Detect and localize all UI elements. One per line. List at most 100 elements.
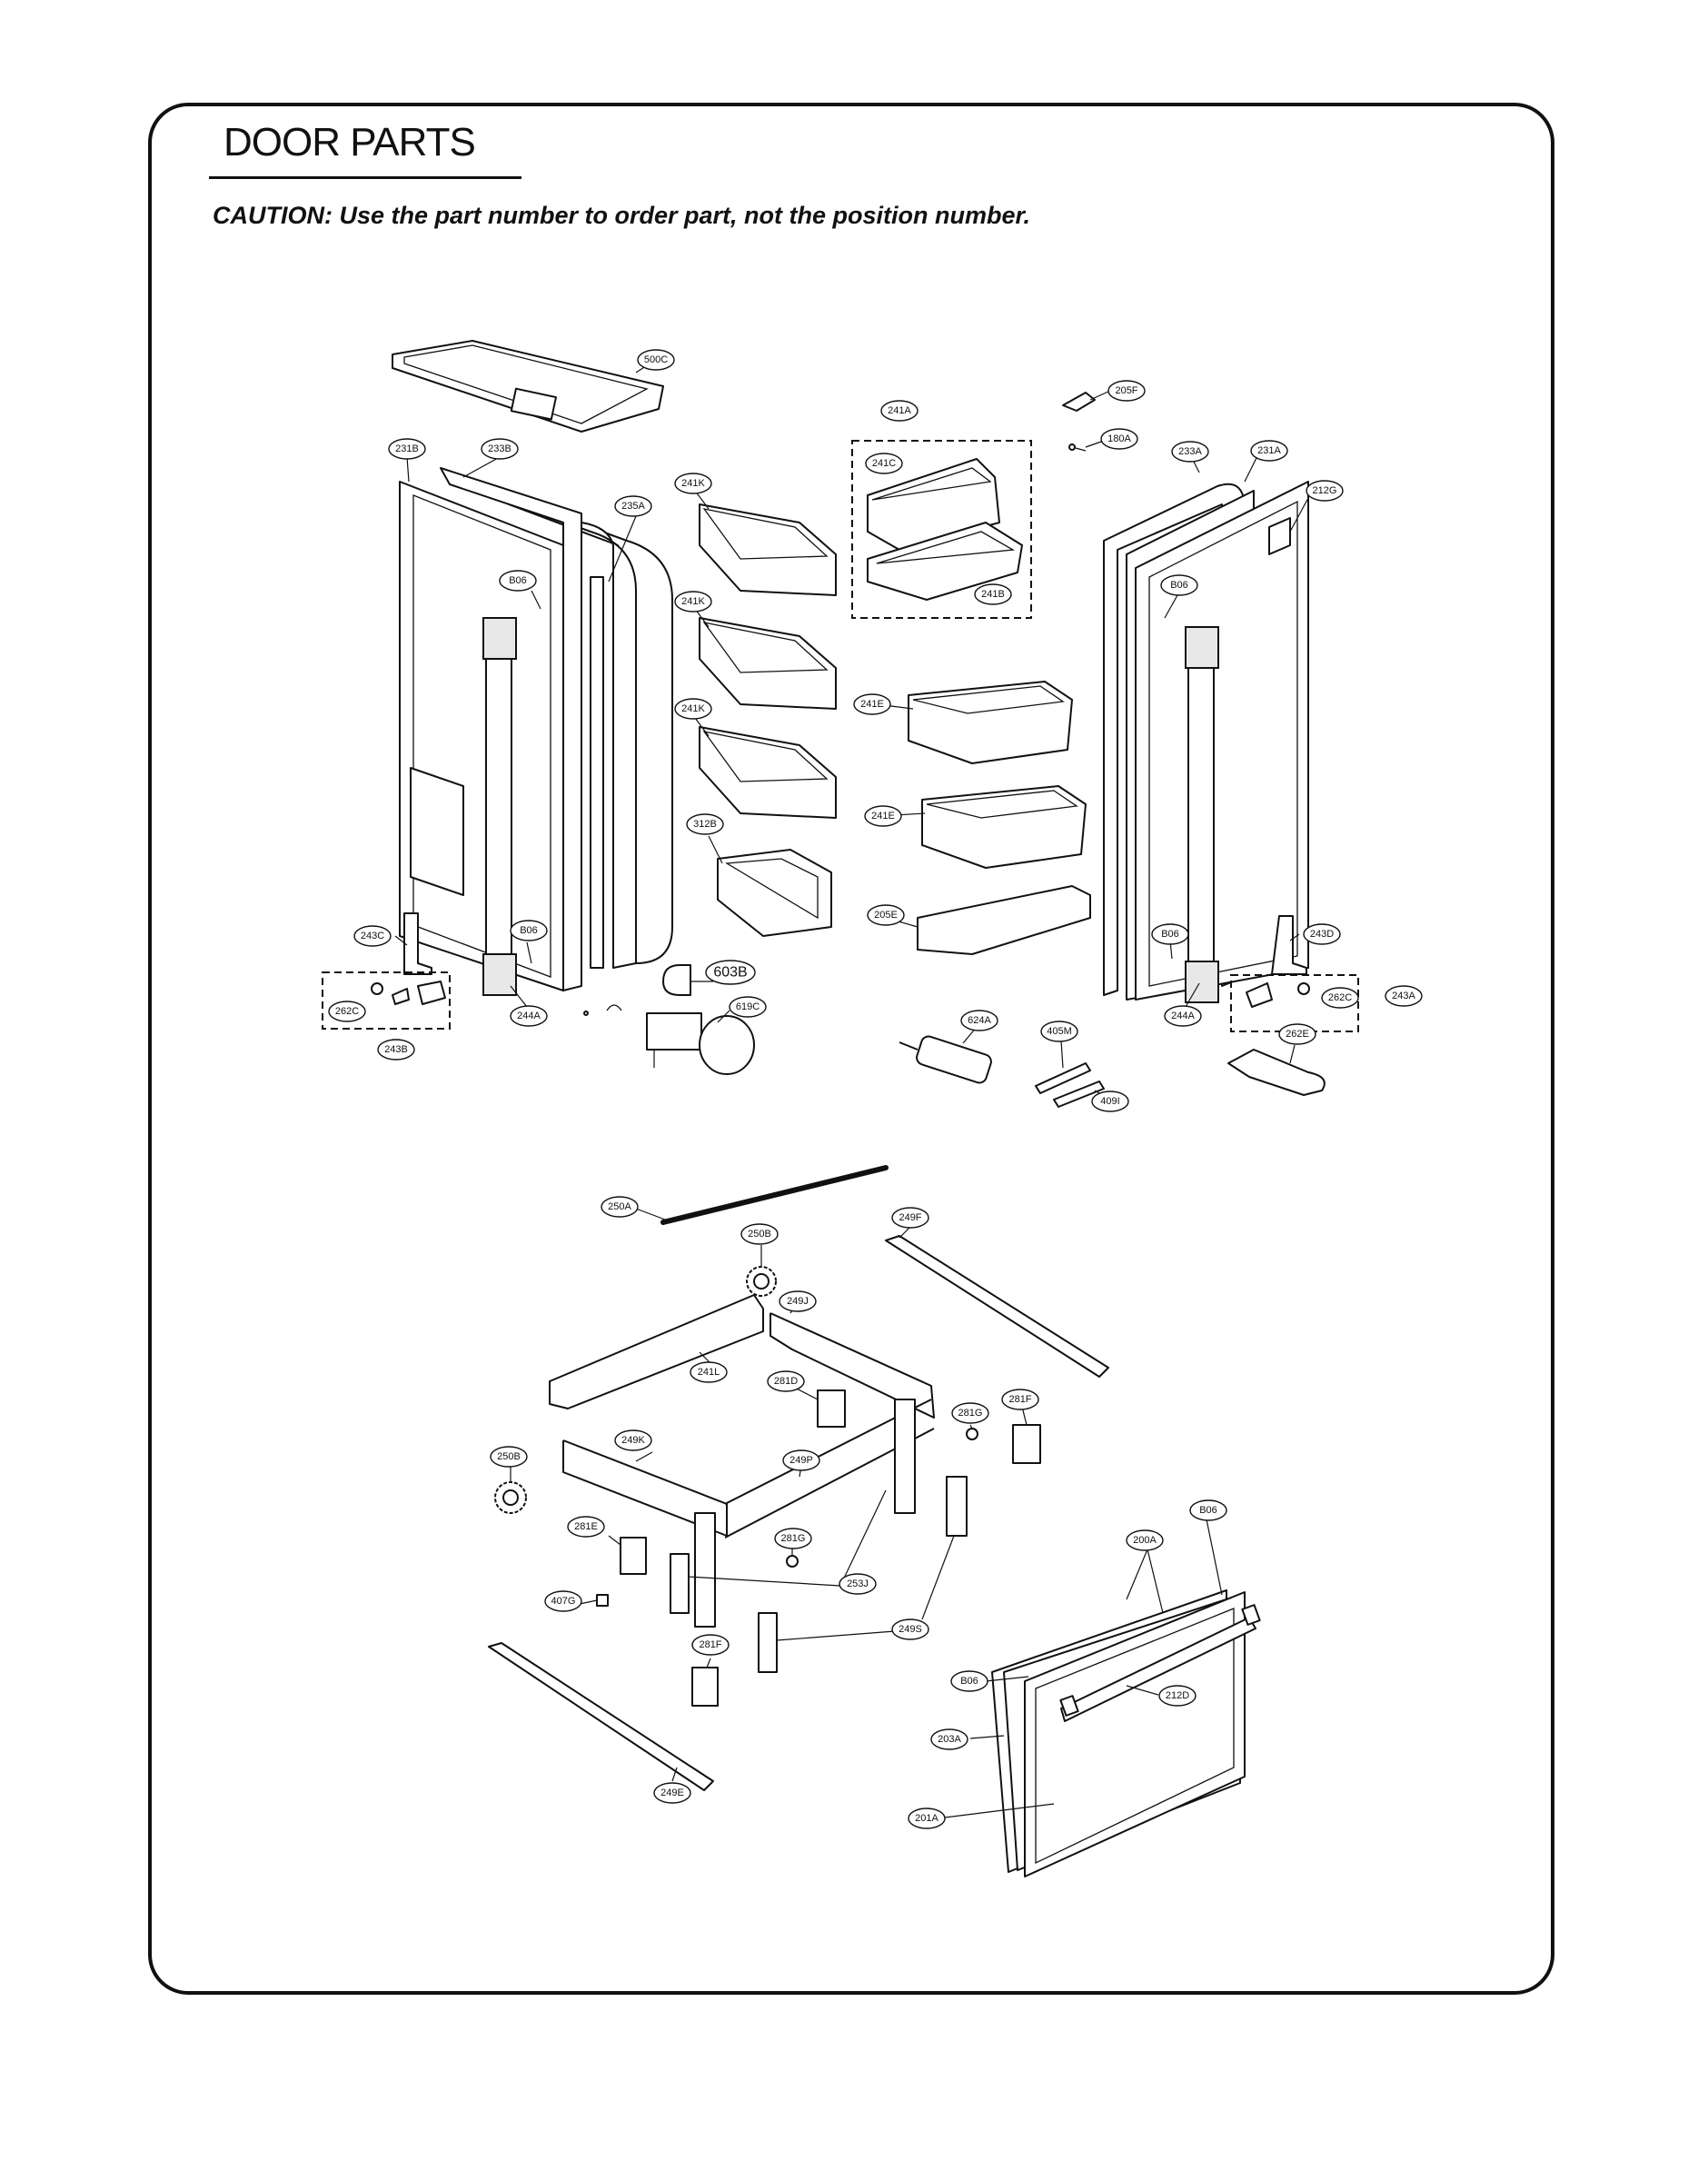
part-241k-bin-2 — [699, 617, 837, 710]
callout-603b: 603B — [705, 960, 756, 985]
svg-text:241K: 241K — [681, 703, 705, 714]
callout-200a: 200A — [1126, 1529, 1164, 1551]
svg-text:B06: B06 — [960, 1676, 978, 1687]
svg-text:205E: 205E — [874, 910, 898, 921]
svg-text:407G: 407G — [551, 1596, 576, 1607]
svg-text:249S: 249S — [899, 1624, 922, 1635]
callout-281g-2: 281G — [774, 1528, 812, 1549]
part-603b-clip — [662, 964, 691, 996]
svg-text:250A: 250A — [608, 1201, 631, 1212]
svg-text:243C: 243C — [361, 931, 384, 941]
callout-b06-2: B06 — [1160, 574, 1198, 596]
callout-241a: 241A — [880, 400, 919, 422]
svg-text:250B: 250B — [748, 1229, 771, 1240]
callout-407g: 407G — [544, 1590, 582, 1612]
part-249s-slides — [758, 1476, 968, 1673]
callout-231a: 231A — [1250, 440, 1288, 462]
svg-text:B06: B06 — [509, 575, 527, 586]
part-205e-bin — [917, 885, 1091, 955]
svg-text:262C: 262C — [335, 1006, 359, 1017]
callout-409i: 409I — [1091, 1090, 1129, 1112]
part-249-frame — [562, 1312, 935, 1628]
part-407g — [596, 1594, 609, 1607]
part-250b-gear-2 — [494, 1481, 527, 1514]
callout-262c-2: 262C — [1321, 987, 1359, 1009]
part-241k-bin-1 — [699, 503, 837, 596]
part-281g-2 — [786, 1555, 799, 1568]
callout-250a: 250A — [601, 1196, 639, 1218]
svg-text:249J: 249J — [787, 1296, 809, 1307]
callout-253j: 253J — [839, 1573, 877, 1595]
part-250b-gear-1 — [746, 1266, 777, 1297]
svg-text:624A: 624A — [968, 1015, 991, 1026]
part-241k-bin-3 — [699, 726, 837, 819]
right-door-assembly — [1103, 481, 1309, 1003]
svg-text:249E: 249E — [660, 1788, 684, 1798]
callout-405m: 405M — [1040, 1021, 1078, 1042]
part-243b-hinge — [417, 981, 446, 1005]
svg-text:235A: 235A — [621, 501, 645, 512]
callout-312b: 312B — [686, 813, 724, 835]
callout-249e: 249E — [653, 1782, 691, 1804]
svg-text:409I: 409I — [1100, 1096, 1119, 1107]
part-281e — [620, 1537, 647, 1575]
callout-281f-2: 281F — [691, 1634, 730, 1656]
part-241e-bin-1 — [908, 681, 1073, 764]
callout-180a: 180A — [1100, 428, 1138, 450]
svg-text:241B: 241B — [981, 589, 1005, 600]
callout-b06-4: B06 — [1151, 923, 1189, 945]
svg-text:243A: 243A — [1392, 991, 1415, 1001]
svg-text:603B: 603B — [713, 965, 747, 981]
part-253j — [670, 1553, 690, 1614]
title-underline — [209, 176, 521, 179]
part-243b-group-box — [322, 971, 451, 1030]
callout-241k-1: 241K — [674, 473, 712, 494]
svg-text:281G: 281G — [781, 1533, 806, 1544]
svg-text:281D: 281D — [774, 1376, 798, 1387]
part-312b-bracket — [717, 849, 832, 937]
callout-249s: 249S — [891, 1618, 929, 1640]
callout-281e: 281E — [567, 1516, 605, 1538]
svg-text:B06: B06 — [520, 925, 538, 936]
svg-text:619C: 619C — [736, 1001, 760, 1012]
part-262c-right — [1246, 982, 1310, 1008]
svg-text:241C: 241C — [872, 458, 896, 469]
svg-text:233B: 233B — [488, 443, 511, 454]
svg-text:241K: 241K — [681, 478, 705, 489]
callout-281f-1: 281F — [1001, 1389, 1039, 1410]
callout-249p: 249P — [782, 1449, 820, 1471]
callout-241l: 241L — [690, 1361, 728, 1383]
callout-b06-6: B06 — [950, 1670, 988, 1692]
callout-249k: 249K — [614, 1429, 652, 1451]
part-249e-rail — [488, 1642, 714, 1791]
svg-text:250B: 250B — [497, 1451, 521, 1462]
part-small-fittings — [583, 1004, 622, 1016]
callout-212d: 212D — [1158, 1685, 1197, 1707]
svg-text:233A: 233A — [1178, 446, 1202, 457]
callout-233a: 233A — [1171, 441, 1209, 463]
part-241b-bin — [867, 522, 1023, 601]
callout-243b: 243B — [377, 1039, 415, 1061]
callout-244a-1: 244A — [510, 1005, 548, 1027]
part-241c-bin-cover — [867, 458, 1000, 551]
svg-text:253J: 253J — [847, 1578, 869, 1589]
callout-262e: 262E — [1278, 1023, 1316, 1045]
svg-text:281F: 281F — [1008, 1394, 1031, 1405]
callout-243d: 243D — [1303, 923, 1341, 945]
svg-text:241K: 241K — [681, 596, 705, 607]
callout-235a: 235A — [614, 495, 652, 517]
part-281d — [817, 1389, 846, 1428]
part-241a-group-box — [851, 440, 1032, 619]
callout-205e: 205E — [867, 904, 905, 926]
svg-text:B06: B06 — [1199, 1505, 1217, 1516]
svg-text:180A: 180A — [1107, 433, 1131, 444]
callout-241e-1: 241E — [853, 693, 891, 715]
part-409i-strip — [1053, 1081, 1105, 1108]
left-door-assembly — [399, 467, 673, 996]
page-border — [148, 103, 1554, 1995]
svg-text:249F: 249F — [899, 1212, 921, 1223]
part-243c-bracket — [403, 912, 432, 975]
callout-500c: 500C — [637, 349, 675, 371]
part-262c-left — [371, 982, 410, 1005]
callout-241e-2: 241E — [864, 805, 902, 827]
